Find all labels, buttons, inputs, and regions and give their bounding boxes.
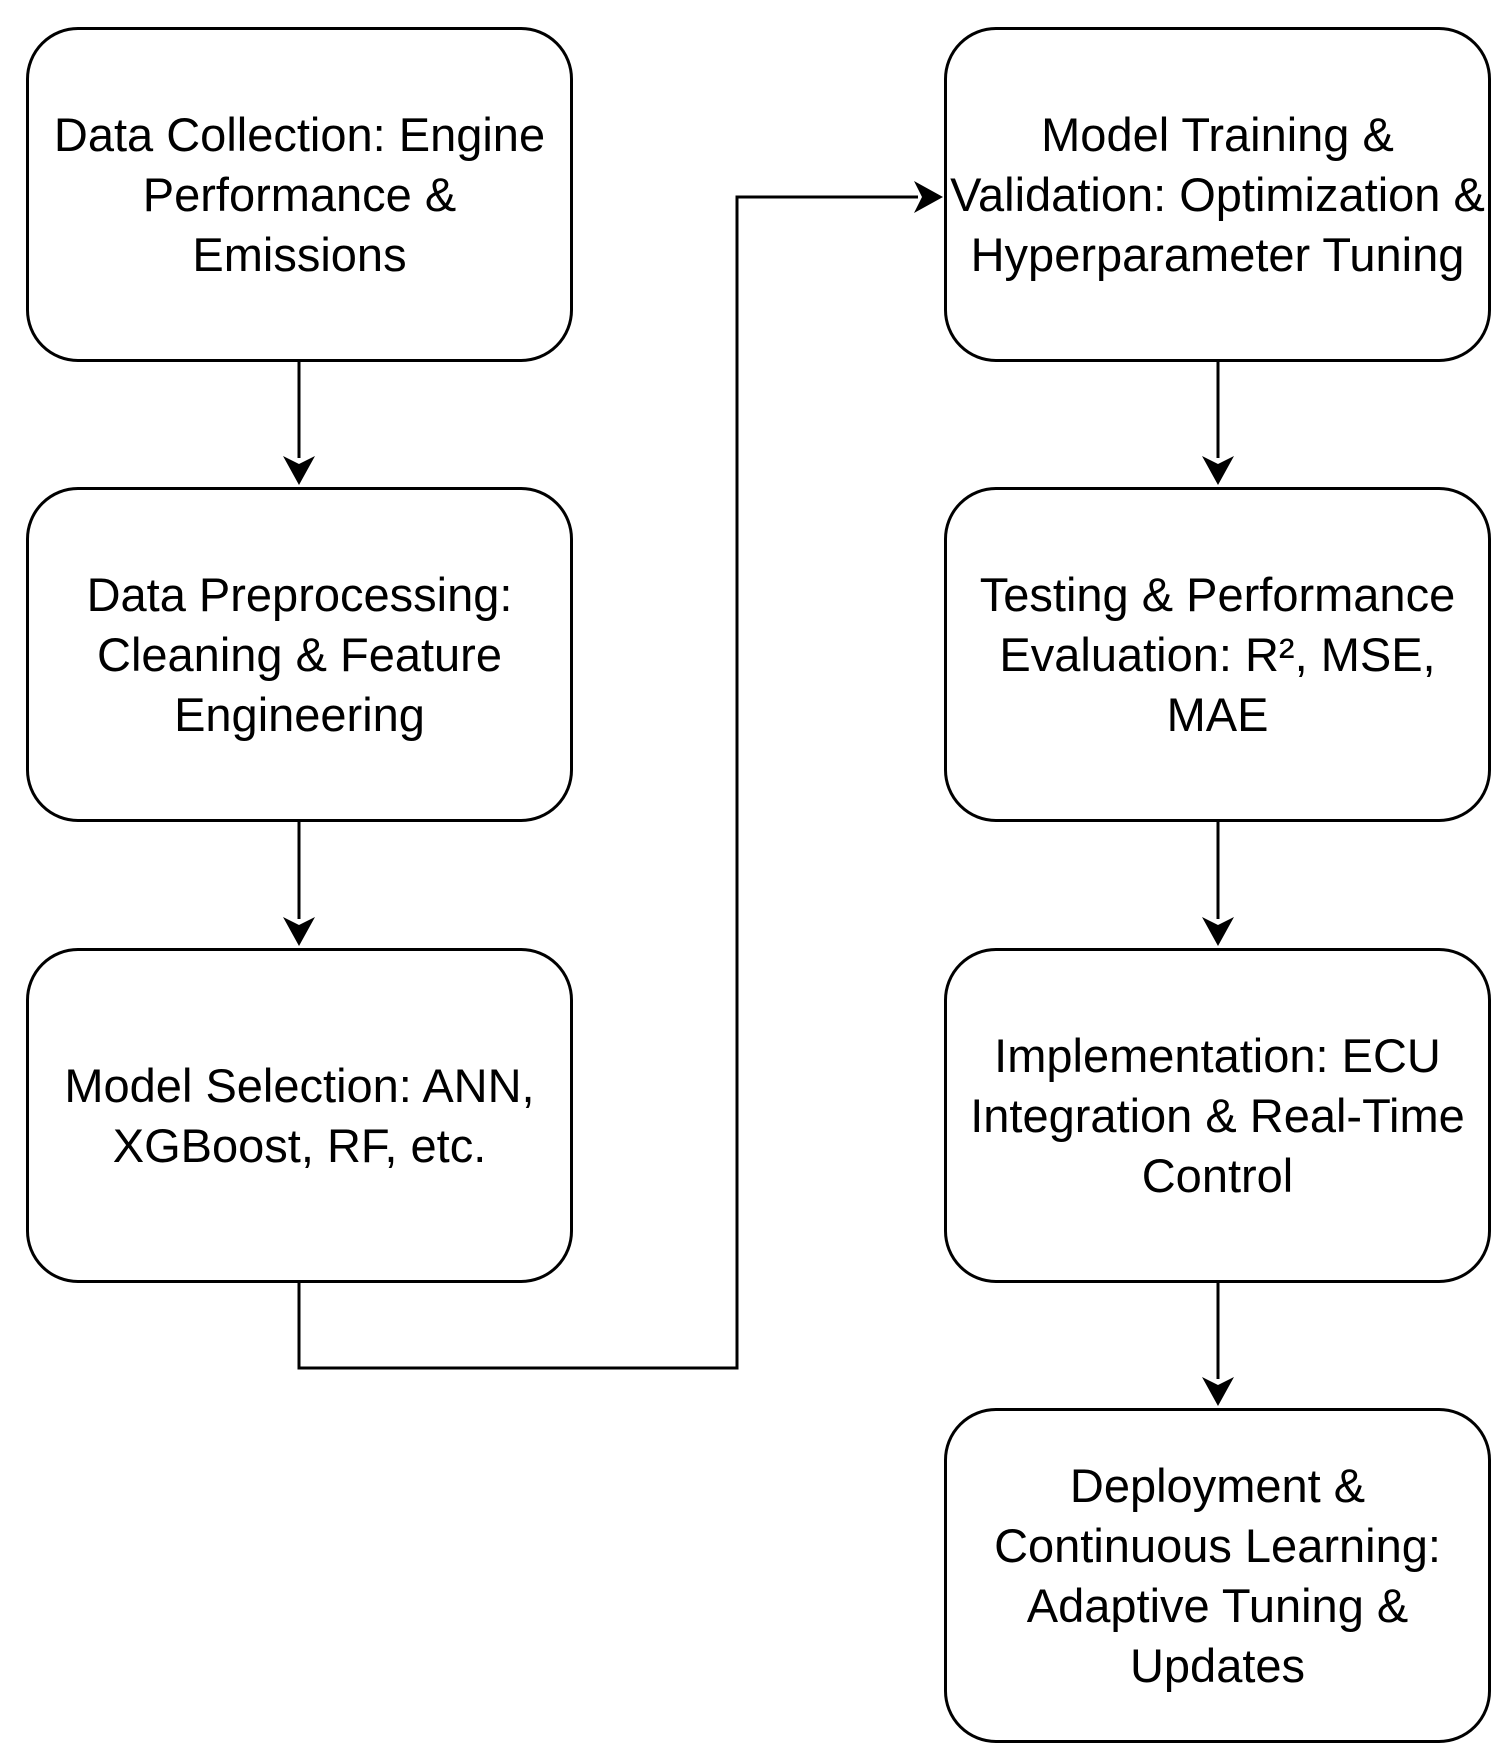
- node-label: Testing & Performance Evaluation: R², MS…: [979, 567, 1456, 741]
- arrow-implementation-to-deployment: [1202, 1283, 1234, 1406]
- arrow-selection-to-training: [297, 181, 943, 1370]
- node-label: Data Collection: Engine Performance & Em…: [53, 107, 546, 281]
- arrow-collection-to-preprocessing: [283, 362, 315, 485]
- node-label: Data Preprocessing: Cleaning & Feature E…: [86, 567, 513, 741]
- node-implementation: Implementation: ECU Integration & Real-T…: [944, 948, 1491, 1283]
- node-testing: Testing & Performance Evaluation: R², MS…: [944, 487, 1491, 822]
- node-model-training: Model Training & Validation: Optimizatio…: [944, 27, 1491, 362]
- node-label: Implementation: ECU Integration & Real-T…: [970, 1028, 1465, 1202]
- arrow-training-to-testing: [1202, 362, 1234, 485]
- node-data-preprocessing: Data Preprocessing: Cleaning & Feature E…: [26, 487, 573, 822]
- arrow-preprocessing-to-selection: [283, 822, 315, 946]
- node-label: Model Training & Validation: Optimizatio…: [950, 107, 1485, 281]
- node-data-collection: Data Collection: Engine Performance & Em…: [26, 27, 573, 362]
- node-model-selection: Model Selection: ANN, XGBoost, RF, etc.: [26, 948, 573, 1283]
- node-label: Model Selection: ANN, XGBoost, RF, etc.: [64, 1058, 535, 1172]
- node-label: Deployment & Continuous Learning: Adapti…: [994, 1458, 1441, 1692]
- arrow-testing-to-implementation: [1202, 822, 1234, 946]
- node-deployment: Deployment & Continuous Learning: Adapti…: [944, 1408, 1491, 1743]
